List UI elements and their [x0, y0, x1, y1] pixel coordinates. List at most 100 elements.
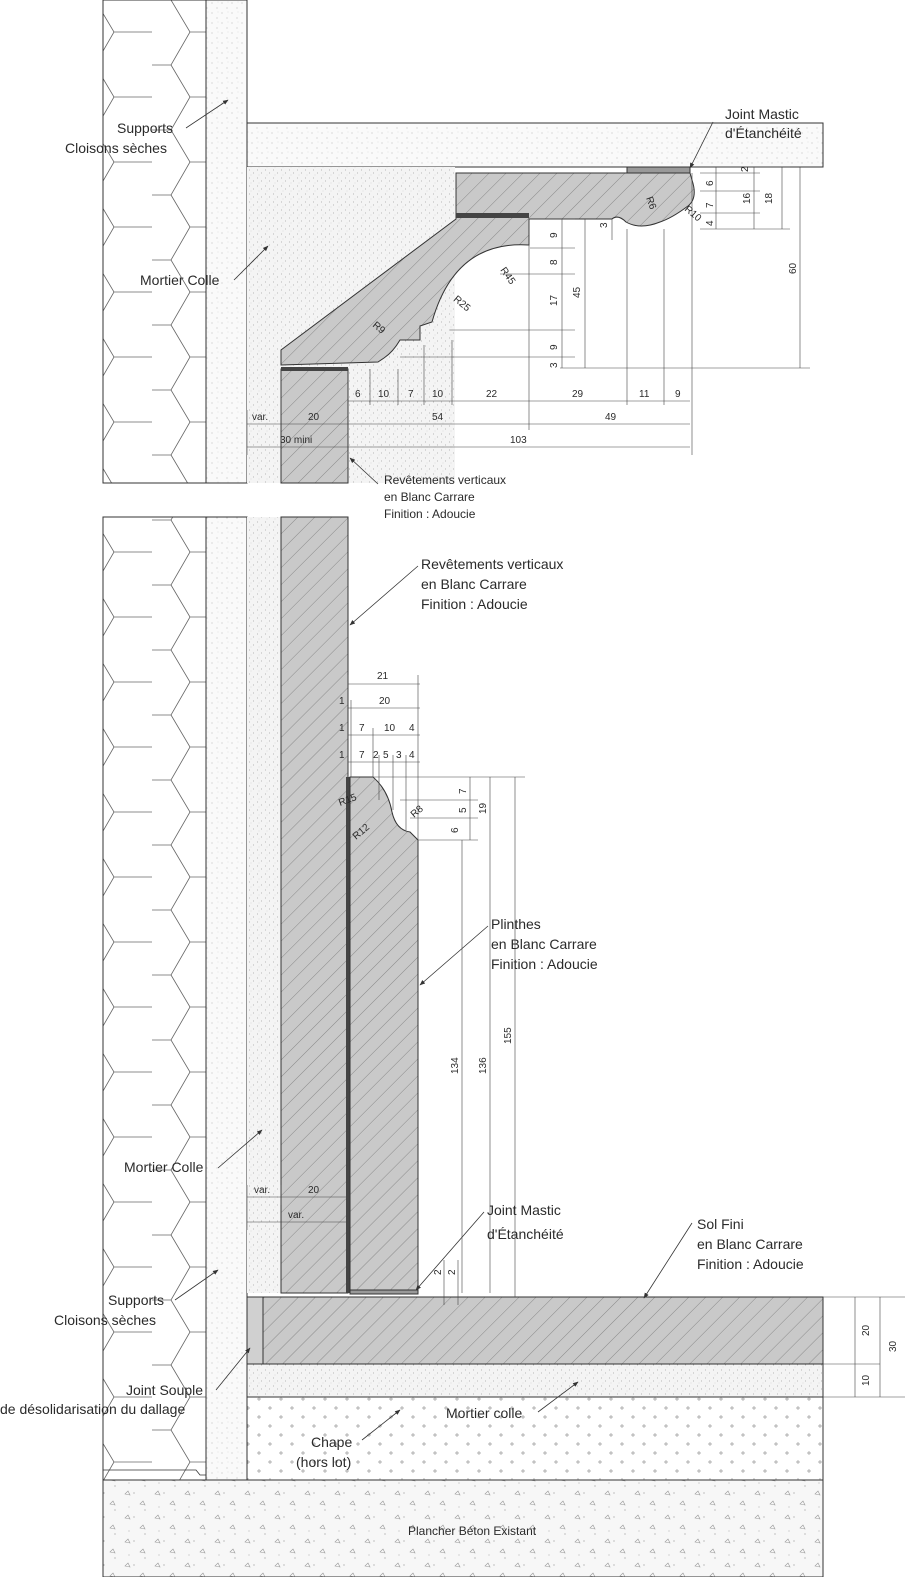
- plinth-dim-1-c: 1: [339, 750, 345, 761]
- dim-45: 45: [572, 286, 583, 298]
- honeycomb-core-top: [102, 0, 207, 484]
- dim-17: 17: [549, 294, 560, 306]
- plinth-dim-3: 3: [396, 750, 402, 761]
- label-plinthes-2: en Blanc Carrare: [491, 936, 597, 952]
- dim-row3-30mini: 30 mini: [280, 435, 312, 446]
- wall-cladding: [280, 516, 350, 1294]
- dim-row1-11: 11: [639, 389, 650, 400]
- dim-60: 60: [788, 262, 799, 274]
- leader-sol-fini: [643, 1222, 693, 1299]
- label-mortier-floor: Mortier colle: [446, 1405, 522, 1421]
- plinth-dim-4-b: 4: [409, 750, 415, 761]
- ceiling: [246, 122, 824, 168]
- label-joint-mastic-top-1: Joint Mastic: [725, 106, 799, 122]
- plinth-dim-5-v: 5: [458, 807, 469, 813]
- label-revetements-small-3: Finition : Adoucie: [384, 507, 476, 521]
- flexible-joint: [246, 1296, 264, 1365]
- mortar-layer-bottom: [247, 517, 281, 1293]
- plinth-dim-155: 155: [503, 1027, 514, 1044]
- plinth-dim-134: 134: [450, 1057, 461, 1074]
- plinth-mastic-joint: [349, 1289, 419, 1295]
- label-revetements-main-1: Revêtements verticaux: [421, 556, 563, 572]
- plinth-dim-7-a: 7: [359, 723, 365, 734]
- wall-dim-var-a: var.: [254, 1185, 270, 1196]
- cornice-body: [280, 172, 695, 366]
- floor-dim-20: 20: [861, 1324, 872, 1336]
- plinth-dim-7-b: 7: [359, 750, 365, 761]
- plinth-dim-21: 21: [377, 671, 389, 682]
- plinth-dim-7-v: 7: [458, 788, 469, 794]
- concrete-slab: [102, 1479, 824, 1577]
- leader-mortier-bottom: [217, 1129, 263, 1169]
- dim-row2-54: 54: [432, 412, 444, 423]
- leader-plinthes: [419, 925, 489, 986]
- leader-revetements-small: [349, 457, 379, 485]
- leader-joint-mastic-top: [689, 121, 714, 169]
- label-joint-souple-2: de désolidarisation du dallage: [0, 1401, 185, 1417]
- dim-row1-10a: 10: [378, 389, 390, 400]
- upper-cladding-joint: [281, 367, 348, 371]
- label-revetements-main-2: en Blanc Carrare: [421, 576, 527, 592]
- label-supports-bottom-1: Supports: [108, 1292, 164, 1308]
- label-supports-top-2: Cloisons sèches: [65, 140, 167, 156]
- label-mortier-top: Mortier Colle: [140, 272, 220, 288]
- wall-base-rail: [103, 1469, 206, 1476]
- dim-7: 7: [705, 202, 716, 208]
- plasterboard-top: [205, 0, 248, 484]
- leader-mortier-floor: [537, 1381, 579, 1413]
- label-chape-2: (hors lot): [296, 1454, 351, 1470]
- upper-cladding: [280, 368, 349, 484]
- dim-row1-22: 22: [486, 389, 498, 400]
- dim-3-a: 3: [549, 362, 560, 368]
- label-mortier-bottom: Mortier Colle: [124, 1159, 204, 1175]
- plinth-dim-136: 136: [478, 1057, 489, 1074]
- dim-row1-6: 6: [355, 389, 361, 400]
- dim-16: 16: [742, 192, 753, 204]
- floor: [102, 1296, 824, 1577]
- label-sol-fini-3: Finition : Adoucie: [697, 1256, 804, 1272]
- cladding-joint: [346, 777, 350, 1293]
- label-revetements-small-1: Revêtements verticaux: [384, 473, 506, 487]
- dimension-lines: [246, 166, 905, 1398]
- leader-joint-mastic-bottom: [415, 1211, 485, 1291]
- finished-floor: [262, 1296, 824, 1365]
- plinth-dim-4-a: 4: [409, 723, 415, 734]
- dim-row3-103: 103: [510, 435, 527, 446]
- plinth-dim-1-a: 1: [339, 696, 345, 707]
- dim-9-b: 9: [549, 344, 560, 350]
- plinth-dim-2: 2: [373, 750, 379, 761]
- dim-row1-29: 29: [572, 389, 584, 400]
- label-plinthes-1: Plinthes: [491, 916, 541, 932]
- leader-supports-bottom: [174, 1269, 219, 1301]
- label-supports-top-1: Supports: [117, 120, 173, 136]
- radius-r45: R45: [498, 265, 518, 287]
- wall-dim-20: 20: [308, 1185, 320, 1196]
- plinth-profile: [349, 776, 419, 1295]
- label-supports-bottom-2: Cloisons sèches: [54, 1312, 156, 1328]
- leader-lines: [174, 99, 714, 1441]
- dim-9-a: 9: [549, 232, 560, 238]
- plinth-dim-19: 19: [478, 802, 489, 814]
- vertical-cladding: [280, 516, 349, 1294]
- leader-mortier-top: [233, 245, 269, 281]
- leader-supports-top: [185, 99, 229, 129]
- honeycomb-core-bottom: [102, 516, 207, 1481]
- dim-row1-10b: 10: [432, 389, 444, 400]
- dim-row2-20: 20: [308, 412, 320, 423]
- chape-layer: [246, 1396, 824, 1481]
- radius-r10: R10: [682, 204, 703, 225]
- dim-2-top: 2: [740, 166, 751, 172]
- dim-row2-var: var.: [252, 412, 268, 423]
- plinth-dim-5: 5: [383, 750, 389, 761]
- label-plinthes-3: Finition : Adoucie: [491, 956, 598, 972]
- plinth-dim-1-b: 1: [339, 723, 345, 734]
- label-joint-mastic-top-2: d'Étanchéité: [725, 125, 802, 141]
- dim-row1-9: 9: [675, 389, 681, 400]
- cornice-profile: [280, 166, 695, 484]
- label-sol-fini-1: Sol Fini: [697, 1216, 744, 1232]
- dim-4: 4: [705, 220, 716, 226]
- cornice-top-joint: [456, 213, 529, 218]
- dim-3-b: 3: [599, 222, 610, 228]
- plinth-dim-20: 20: [379, 696, 391, 707]
